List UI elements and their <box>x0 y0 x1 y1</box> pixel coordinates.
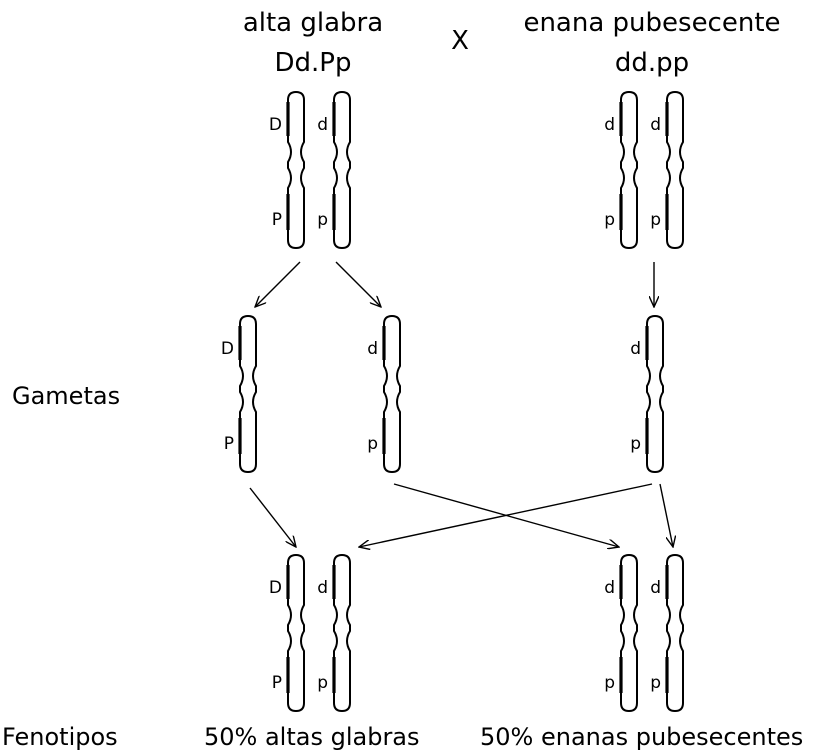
cross-symbol: X <box>451 26 469 56</box>
gamete-left-1-chromosome: DP <box>221 315 257 473</box>
allele-label-top: d <box>604 578 615 598</box>
allele-label-bottom: p <box>367 434 378 454</box>
allele-label-top: d <box>604 115 615 135</box>
chromosome-outline <box>666 91 684 249</box>
allele-label-top: d <box>630 339 641 359</box>
allele-label-top: d <box>317 578 328 598</box>
chromosome-outline <box>287 554 305 712</box>
allele-label-bottom: p <box>317 210 328 230</box>
allele-label-top: D <box>269 115 282 135</box>
allele-label-top: D <box>269 578 282 598</box>
phenotypes-label: Fenotipos <box>2 723 118 751</box>
offspring-left-chromosome-pair: D Pd p <box>269 554 351 712</box>
chromosome-outline <box>239 315 257 473</box>
offspring-right-chromosome-pair: d p d p <box>604 554 684 712</box>
parent-right-phenotype: enana pubesecente <box>523 8 780 38</box>
arrow-parent-left-to-gamete-2 <box>335 261 381 307</box>
chromosome-outline <box>646 315 664 473</box>
allele-label-bottom: p <box>317 673 328 693</box>
parent-left-phenotype: alta glabra <box>243 8 383 38</box>
parent-right-chromosome-pair: d p d p <box>604 91 684 249</box>
allele-label-bottom: P <box>272 210 282 230</box>
chromosome-outline <box>620 554 638 712</box>
allele-label-top: d <box>650 115 661 135</box>
chromosome-outline <box>333 554 351 712</box>
chromosome-outline <box>666 554 684 712</box>
chromosome-outline <box>287 91 305 249</box>
gamete-left-2-chromosome: dp <box>367 315 401 473</box>
gamete-right-chromosome: dp <box>630 315 664 473</box>
allele-label-bottom: p <box>604 673 615 693</box>
gametes-label: Gametas <box>12 382 120 410</box>
allele-label-bottom: P <box>272 673 282 693</box>
arrow-gamete-right-to-offspring-right <box>659 483 673 547</box>
arrow-gamete-right-to-offspring-left <box>359 483 653 547</box>
allele-label-bottom: p <box>650 673 661 693</box>
allele-label-bottom: p <box>630 434 641 454</box>
allele-label-bottom: P <box>224 434 234 454</box>
allele-label-top: d <box>650 578 661 598</box>
chromosome-outline <box>333 91 351 249</box>
parent-left-genotype: Dd.Pp <box>275 48 352 78</box>
allele-label-bottom: p <box>650 210 661 230</box>
chromosome-outline <box>620 91 638 249</box>
allele-label-bottom: p <box>604 210 615 230</box>
parent-right-genotype: dd.pp <box>615 48 689 78</box>
offspring-right-phenotype: 50% enanas pubesecentes <box>480 723 803 751</box>
allele-label-top: d <box>317 115 328 135</box>
chromosome-outline <box>383 315 401 473</box>
arrow-parent-left-to-gamete-1 <box>255 261 301 307</box>
parent-left-chromosome-pair: D Pd p <box>269 91 351 249</box>
allele-label-top: D <box>221 339 234 359</box>
allele-label-top: d <box>367 339 378 359</box>
arrow-gamete-1-to-offspring-left <box>249 487 296 547</box>
offspring-left-phenotype: 50% altas glabras <box>204 723 420 751</box>
